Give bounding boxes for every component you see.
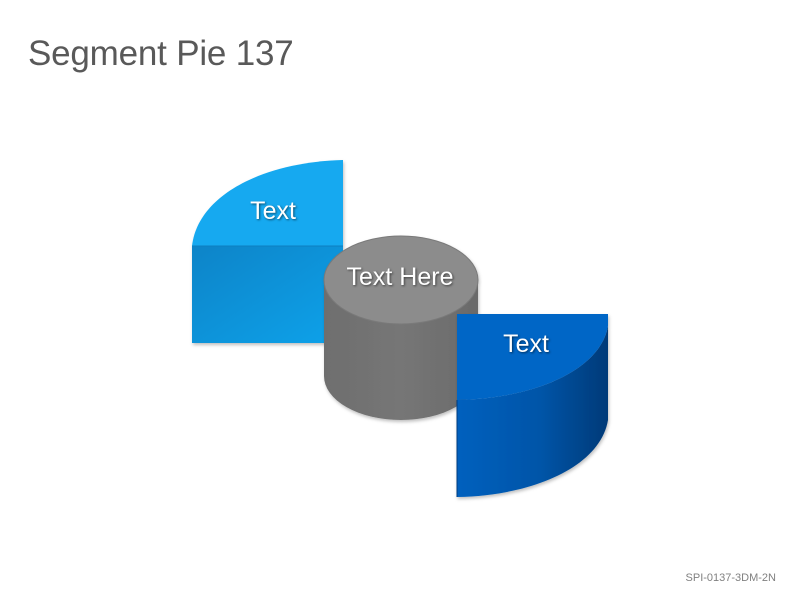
segment-center-top (324, 236, 478, 324)
slide-code: SPI-0137-3DM-2N (685, 572, 776, 584)
segment-left-side (192, 246, 343, 343)
segment-left-top (192, 160, 343, 246)
segment-right-side (457, 326, 608, 497)
segment-right-label: Text (503, 330, 549, 358)
segment-center-rim (323, 235, 479, 325)
segment-right-top (457, 314, 608, 400)
segment-left (192, 160, 343, 343)
segment-center-label: Text Here (346, 263, 454, 291)
segment-center (323, 235, 479, 420)
segment-left-label: Text (250, 197, 296, 225)
segment-right (456, 314, 608, 497)
slide-title: Segment Pie 137 (28, 34, 294, 73)
